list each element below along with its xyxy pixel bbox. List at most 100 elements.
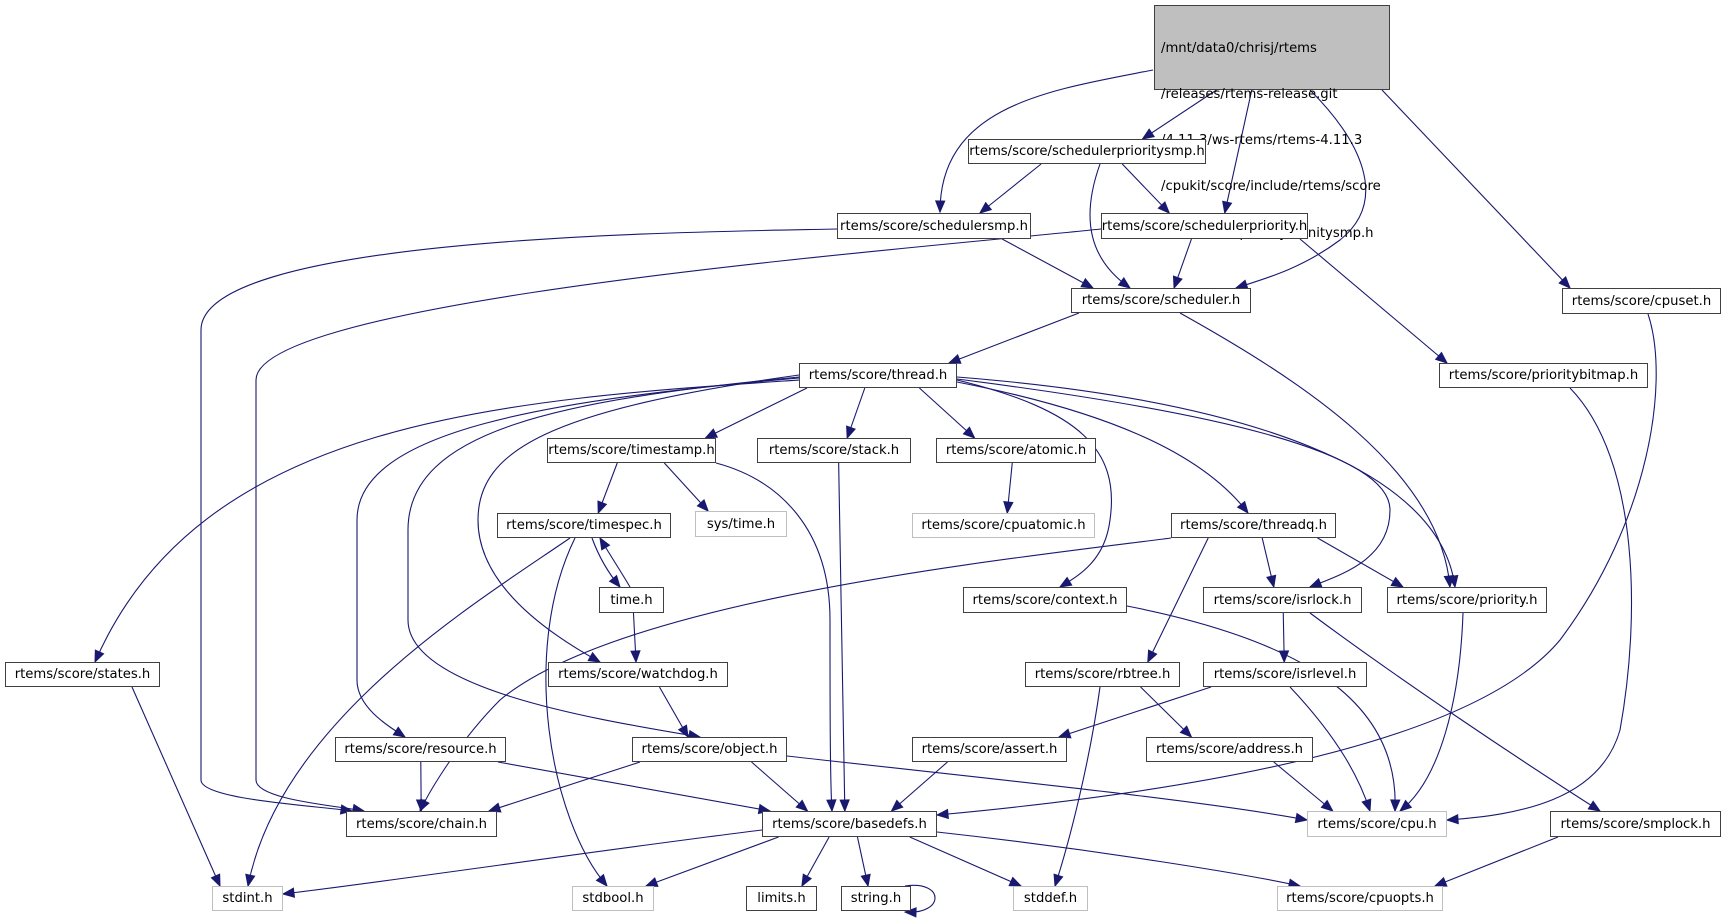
edge-thread-to-timestamp [705, 387, 808, 439]
edge-thread-to-priority [956, 376, 1456, 588]
edge-basedefs-to-cpuopts [936, 831, 1301, 887]
edge-root-to-scheduler [1235, 89, 1367, 289]
arrowhead-states-to-stdint [210, 873, 221, 888]
arrowhead-threadq-to-priority [1390, 576, 1405, 588]
node-prioritybitmap[interactable]: rtems/score/prioritybitmap.h [1439, 363, 1648, 388]
edge-scheduler-to-thread [948, 312, 1080, 364]
arrowhead-context-to-cpu [1390, 799, 1401, 813]
edge-thread-to-atomic [919, 387, 975, 439]
edge-timespec-to-stdint [247, 537, 571, 887]
arrowhead-timestamp-to-timespec [597, 500, 608, 515]
edge-context-to-cpu [1126, 605, 1396, 812]
node-schedulersmp[interactable]: rtems/score/schedulersmp.h [837, 213, 1031, 239]
edge-priority-to-cpu [1399, 612, 1464, 812]
node-resource[interactable]: rtems/score/resource.h [335, 737, 506, 762]
node-object[interactable]: rtems/score/object.h [632, 737, 787, 762]
arrowhead-time-to-watchdog [630, 650, 641, 664]
node-stdint: stdint.h [212, 886, 283, 911]
node-address[interactable]: rtems/score/address.h [1146, 737, 1313, 762]
arrowhead-schedulerprioritysmp-to-schedulerpriority [1157, 201, 1171, 214]
edge-cpuset-to-basedefs [936, 313, 1657, 816]
edge-schedulerprioritysmp-to-schedulersmp [979, 163, 1042, 214]
node-rbtree[interactable]: rtems/score/rbtree.h [1025, 662, 1180, 687]
node-threadq[interactable]: rtems/score/threadq.h [1171, 513, 1336, 538]
edge-stack-to-basedefs [838, 462, 846, 812]
edge-thread-to-resource [356, 377, 800, 738]
root-path-line: /mnt/data0/chrisj/rtems [1161, 40, 1317, 56]
arrowhead-basedefs-to-stdint [281, 887, 296, 898]
arrowhead-threadq-to-isrlock [1266, 574, 1277, 589]
arrowhead-cpuset-to-basedefs [935, 808, 949, 820]
node-string[interactable]: string.h [841, 886, 911, 911]
node-systime: sys/time.h [695, 511, 787, 537]
node-states[interactable]: rtems/score/states.h [5, 662, 160, 687]
node-scheduler[interactable]: rtems/score/scheduler.h [1071, 288, 1251, 313]
node-isrlevel[interactable]: rtems/score/isrlevel.h [1203, 662, 1367, 687]
edge-basedefs-to-stdbool [645, 836, 779, 887]
arrowhead-timestamp-to-systime [696, 498, 710, 512]
arrowhead-priority-to-cpu [1398, 799, 1413, 812]
arrowhead-thread-to-states [94, 649, 105, 664]
node-stddef: stddef.h [1013, 886, 1088, 911]
node-timestamp[interactable]: rtems/score/timestamp.h [547, 438, 716, 463]
edge-prioritybitmap-to-cpu [1446, 387, 1633, 821]
edge-thread-to-object [407, 376, 800, 738]
arrowhead-time-to-timespec [599, 536, 611, 551]
edge-thread-to-threadq [956, 381, 1249, 514]
node-watchdog[interactable]: rtems/score/watchdog.h [548, 662, 728, 687]
arrowhead-root-to-cpuset [1558, 276, 1571, 289]
edge-timespec-to-stdbool [545, 537, 608, 887]
node-schedulerpriority[interactable]: rtems/score/schedulerpriority.h [1101, 213, 1308, 239]
node-schedulerprioritysmp[interactable]: rtems/score/schedulerprioritysmp.h [968, 139, 1206, 164]
arrowhead-watchdog-to-object [677, 724, 689, 739]
arrowhead-rbtree-to-address [1179, 725, 1193, 738]
node-atomic[interactable]: rtems/score/atomic.h [936, 438, 1096, 463]
root-file-node: /mnt/data0/chrisj/rtems /releases/rtems-… [1154, 5, 1390, 241]
edge-object-to-basedefs [751, 761, 808, 812]
arrowhead-assert-to-basedefs [890, 799, 904, 812]
arrowhead-timespec-to-stdbool [595, 873, 608, 888]
arrowhead-schedulerpriority-to-scheduler [1172, 275, 1183, 290]
arrowhead-root-to-schedulerprioritysmp [1141, 128, 1155, 140]
arrowhead-thread-to-watchdog [587, 651, 602, 663]
arrowhead-rbtree-to-stddef [1053, 873, 1064, 888]
node-context[interactable]: rtems/score/context.h [963, 587, 1127, 613]
arrowhead-root-to-schedulerpriority [1222, 200, 1233, 215]
node-limits[interactable]: limits.h [746, 886, 817, 911]
edge-root-to-cpuset [1381, 89, 1571, 289]
arrowhead-timespec-to-stdint [245, 873, 256, 888]
edge-basedefs-to-stddef [909, 836, 1022, 887]
arrowhead-schedulerprioritysmp-to-scheduler [1117, 276, 1132, 289]
node-timespec[interactable]: rtems/score/timespec.h [497, 513, 671, 538]
edge-threadq-to-rbtree [1147, 537, 1209, 663]
node-basedefs[interactable]: rtems/score/basedefs.h [762, 811, 937, 837]
node-stack[interactable]: rtems/score/stack.h [757, 438, 911, 463]
edge-schedulerpriority-to-chain [255, 228, 1102, 812]
node-cpuset[interactable]: rtems/score/cpuset.h [1562, 288, 1721, 314]
node-smplock[interactable]: rtems/score/smplock.h [1550, 811, 1721, 837]
edge-basedefs-to-stdint [282, 829, 763, 895]
edge-address-to-cpu [1273, 761, 1334, 812]
node-time[interactable]: time.h [599, 587, 664, 613]
arrowhead-thread-to-stack [846, 425, 856, 440]
arrowhead-basedefs-to-stddef [1008, 876, 1023, 887]
node-chain[interactable]: rtems/score/chain.h [346, 811, 497, 837]
node-thread[interactable]: rtems/score/thread.h [799, 363, 957, 388]
node-isrlock[interactable]: rtems/score/isrlock.h [1203, 587, 1362, 613]
node-cpu: rtems/score/cpu.h [1307, 811, 1447, 837]
node-assert[interactable]: rtems/score/assert.h [912, 737, 1067, 762]
edge-threadq-to-priority [1317, 537, 1404, 588]
node-priority[interactable]: rtems/score/priority.h [1387, 587, 1547, 613]
arrowhead-prioritybitmap-to-cpu [1445, 813, 1459, 825]
arrowhead-schedulerpriority-to-prioritybitmap [1434, 351, 1449, 364]
edge-thread-to-isrlock [956, 378, 1391, 588]
arrowhead-resource-to-chain [415, 799, 427, 813]
edge-object-to-cpu [786, 755, 1308, 821]
arrowhead-timestamp-to-basedefs [826, 799, 837, 813]
arrowhead-thread-to-atomic [962, 426, 976, 439]
root-path-line: /4.11.3/ws-rtems/rtems-4.11.3 [1161, 133, 1363, 149]
arrowhead-schedulersmp-to-scheduler [1080, 277, 1095, 289]
node-stdbool: stdbool.h [572, 886, 654, 911]
edge-states-to-stdint [131, 686, 221, 887]
